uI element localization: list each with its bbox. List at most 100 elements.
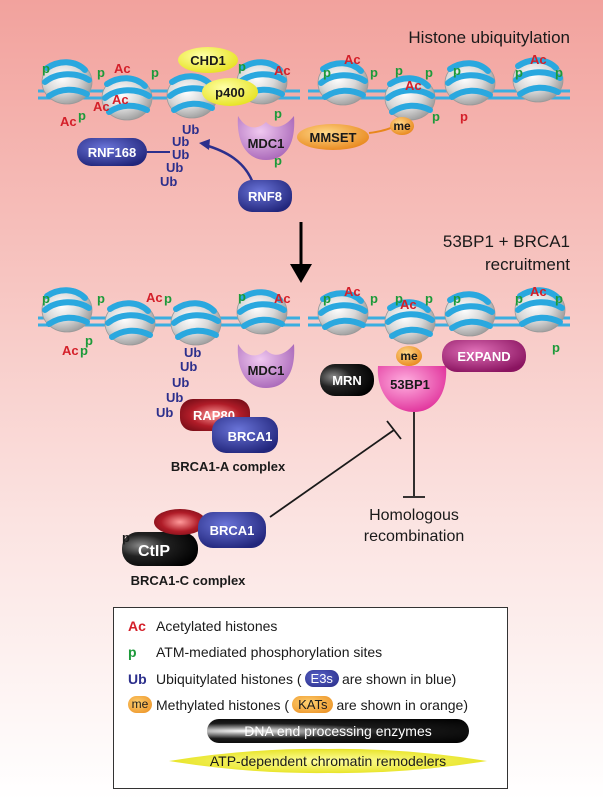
svg-text:MMSET: MMSET [310, 130, 357, 145]
brca1-c-complex-label: BRCA1-C complex [131, 573, 247, 588]
phospho-mark: p [425, 65, 433, 80]
acetyl-mark: Ac [400, 297, 417, 312]
ctip-phospho-mark: p [122, 530, 130, 545]
legend-phospho-label: ATM-mediated phosphorylation sites [156, 644, 383, 660]
legend-atp-remodeler: ATP-dependent chromatin remodelers [169, 748, 487, 774]
legend-row-ubiquitin: Ub Ubiquitylated histones ( E3s are show… [128, 670, 456, 687]
acetyl-mark: Ac [112, 92, 129, 107]
svg-text:me: me [393, 119, 411, 133]
phospho-mark: p [78, 108, 86, 123]
ub-mark: Ub [166, 160, 183, 175]
legend-me-symbol: me [128, 696, 152, 713]
phospho-mark: p [453, 63, 461, 78]
phospho-mark: p [42, 61, 50, 76]
svg-text:me: me [400, 349, 418, 363]
title-recruitment-line1: 53BP1 + BRCA1 [442, 232, 570, 251]
svg-text:CHD1: CHD1 [190, 53, 225, 68]
phospho-mark: p [323, 65, 331, 80]
title-recruitment-line2: recruitment [484, 255, 570, 274]
svg-text:MDC1: MDC1 [248, 136, 285, 151]
yellow-spindle-shape [169, 748, 487, 774]
phospho-mark: p [370, 291, 378, 306]
legend-acetyl-symbol: Ac [128, 618, 146, 634]
phospho-mark: p [151, 65, 159, 80]
brca1-a-complex-label: BRCA1-A complex [171, 459, 286, 474]
methyl-mark-bottom: me [396, 346, 422, 366]
phospho-mark: p [515, 291, 523, 306]
svg-text:RNF8: RNF8 [248, 189, 282, 204]
ub-mark: Ub [184, 345, 201, 360]
legend-e3s-pill: E3s [304, 670, 339, 687]
homologous-recombination-line1: Homologous [369, 507, 459, 524]
svg-text:EXPAND: EXPAND [457, 349, 510, 364]
ub-mark: Ub [172, 375, 189, 390]
acetyl-mark: Ac [530, 52, 547, 67]
legend-ub-label-2: are shown in blue) [341, 670, 457, 687]
phospho-mark: p [453, 291, 461, 306]
phospho-mark: p [42, 291, 50, 306]
transition-arrow-head [290, 264, 312, 283]
ub-mark: Ub [172, 134, 189, 149]
brca1-c-protein: BRCA1 [198, 512, 266, 548]
phospho-mark: p [164, 291, 172, 306]
legend-dna-end-pill: DNA end processing enzymes [207, 719, 469, 743]
legend-kats-pill: KATs [292, 696, 334, 713]
phospho-mark: p [97, 291, 105, 306]
phospho-mark: p [460, 109, 468, 124]
mdc1-bottom: MDC1 [237, 344, 295, 388]
ub-mark: Ub [182, 122, 199, 137]
ctip-protein: CtIP [122, 532, 198, 566]
acetyl-mark: Ac [274, 63, 291, 78]
brca1-a-protein: BRCA1 [212, 417, 278, 453]
nucleosome [171, 301, 221, 345]
phospho-mark: p [238, 289, 246, 304]
ub-mark: Ub [160, 174, 177, 189]
acetyl-mark: Ac [274, 291, 291, 306]
nucleosome [105, 301, 155, 345]
phospho-mark: p [515, 65, 523, 80]
svg-text:BRCA1: BRCA1 [228, 429, 273, 444]
phospho-mark: p [395, 291, 403, 306]
acetyl-mark: Ac [60, 114, 77, 129]
phospho-mark: p [552, 340, 560, 355]
phospho-mark: p [238, 59, 246, 74]
phospho-mark: p [323, 291, 331, 306]
legend-row-acetyl: Ac Acetylated histones [128, 618, 277, 634]
legend-acetyl-label: Acetylated histones [156, 618, 278, 634]
phospho-mark: p [85, 333, 93, 348]
legend-ub-symbol: Ub [128, 670, 147, 687]
legend-me-label-2: are shown in orange) [336, 696, 468, 713]
bp53-protein: 53BP1 [377, 366, 447, 412]
ub-mark: Ub [180, 359, 197, 374]
svg-text:RNF168: RNF168 [88, 145, 136, 160]
red-linker-protein [154, 509, 206, 535]
mdc1-top: MDC1 [237, 116, 295, 160]
acetyl-mark: Ac [93, 99, 110, 114]
acetyl-mark: Ac [344, 284, 361, 299]
acetyl-mark: Ac [62, 343, 79, 358]
phospho-mark: p [555, 291, 563, 306]
svg-text:p400: p400 [215, 85, 245, 100]
phospho-mark: p [425, 291, 433, 306]
p400-remodeler: p400 [202, 78, 258, 106]
rnf8-arrow-head [199, 139, 210, 150]
phospho-mark: p [274, 106, 282, 121]
svg-text:MRN: MRN [332, 373, 362, 388]
acetyl-mark: Ac [405, 78, 422, 93]
mmset-kat: MMSET [297, 124, 369, 150]
phospho-mark: p [274, 153, 282, 168]
legend-phospho-symbol: p [128, 644, 137, 660]
homologous-recombination-line2: recombination [364, 528, 465, 545]
rnf8-e3: RNF8 [238, 180, 292, 212]
legend-me-label-1: Methylated histones ( [156, 696, 290, 713]
ub-mark: Ub [172, 147, 189, 162]
brca1-inhibition-bar [386, 420, 402, 440]
svg-text:BRCA1: BRCA1 [210, 523, 255, 538]
svg-text:53BP1: 53BP1 [390, 377, 430, 392]
chd1-remodeler: CHD1 [178, 47, 238, 73]
svg-text:MDC1: MDC1 [248, 363, 285, 378]
phospho-mark: p [432, 109, 440, 124]
phospho-mark: p [395, 63, 403, 78]
